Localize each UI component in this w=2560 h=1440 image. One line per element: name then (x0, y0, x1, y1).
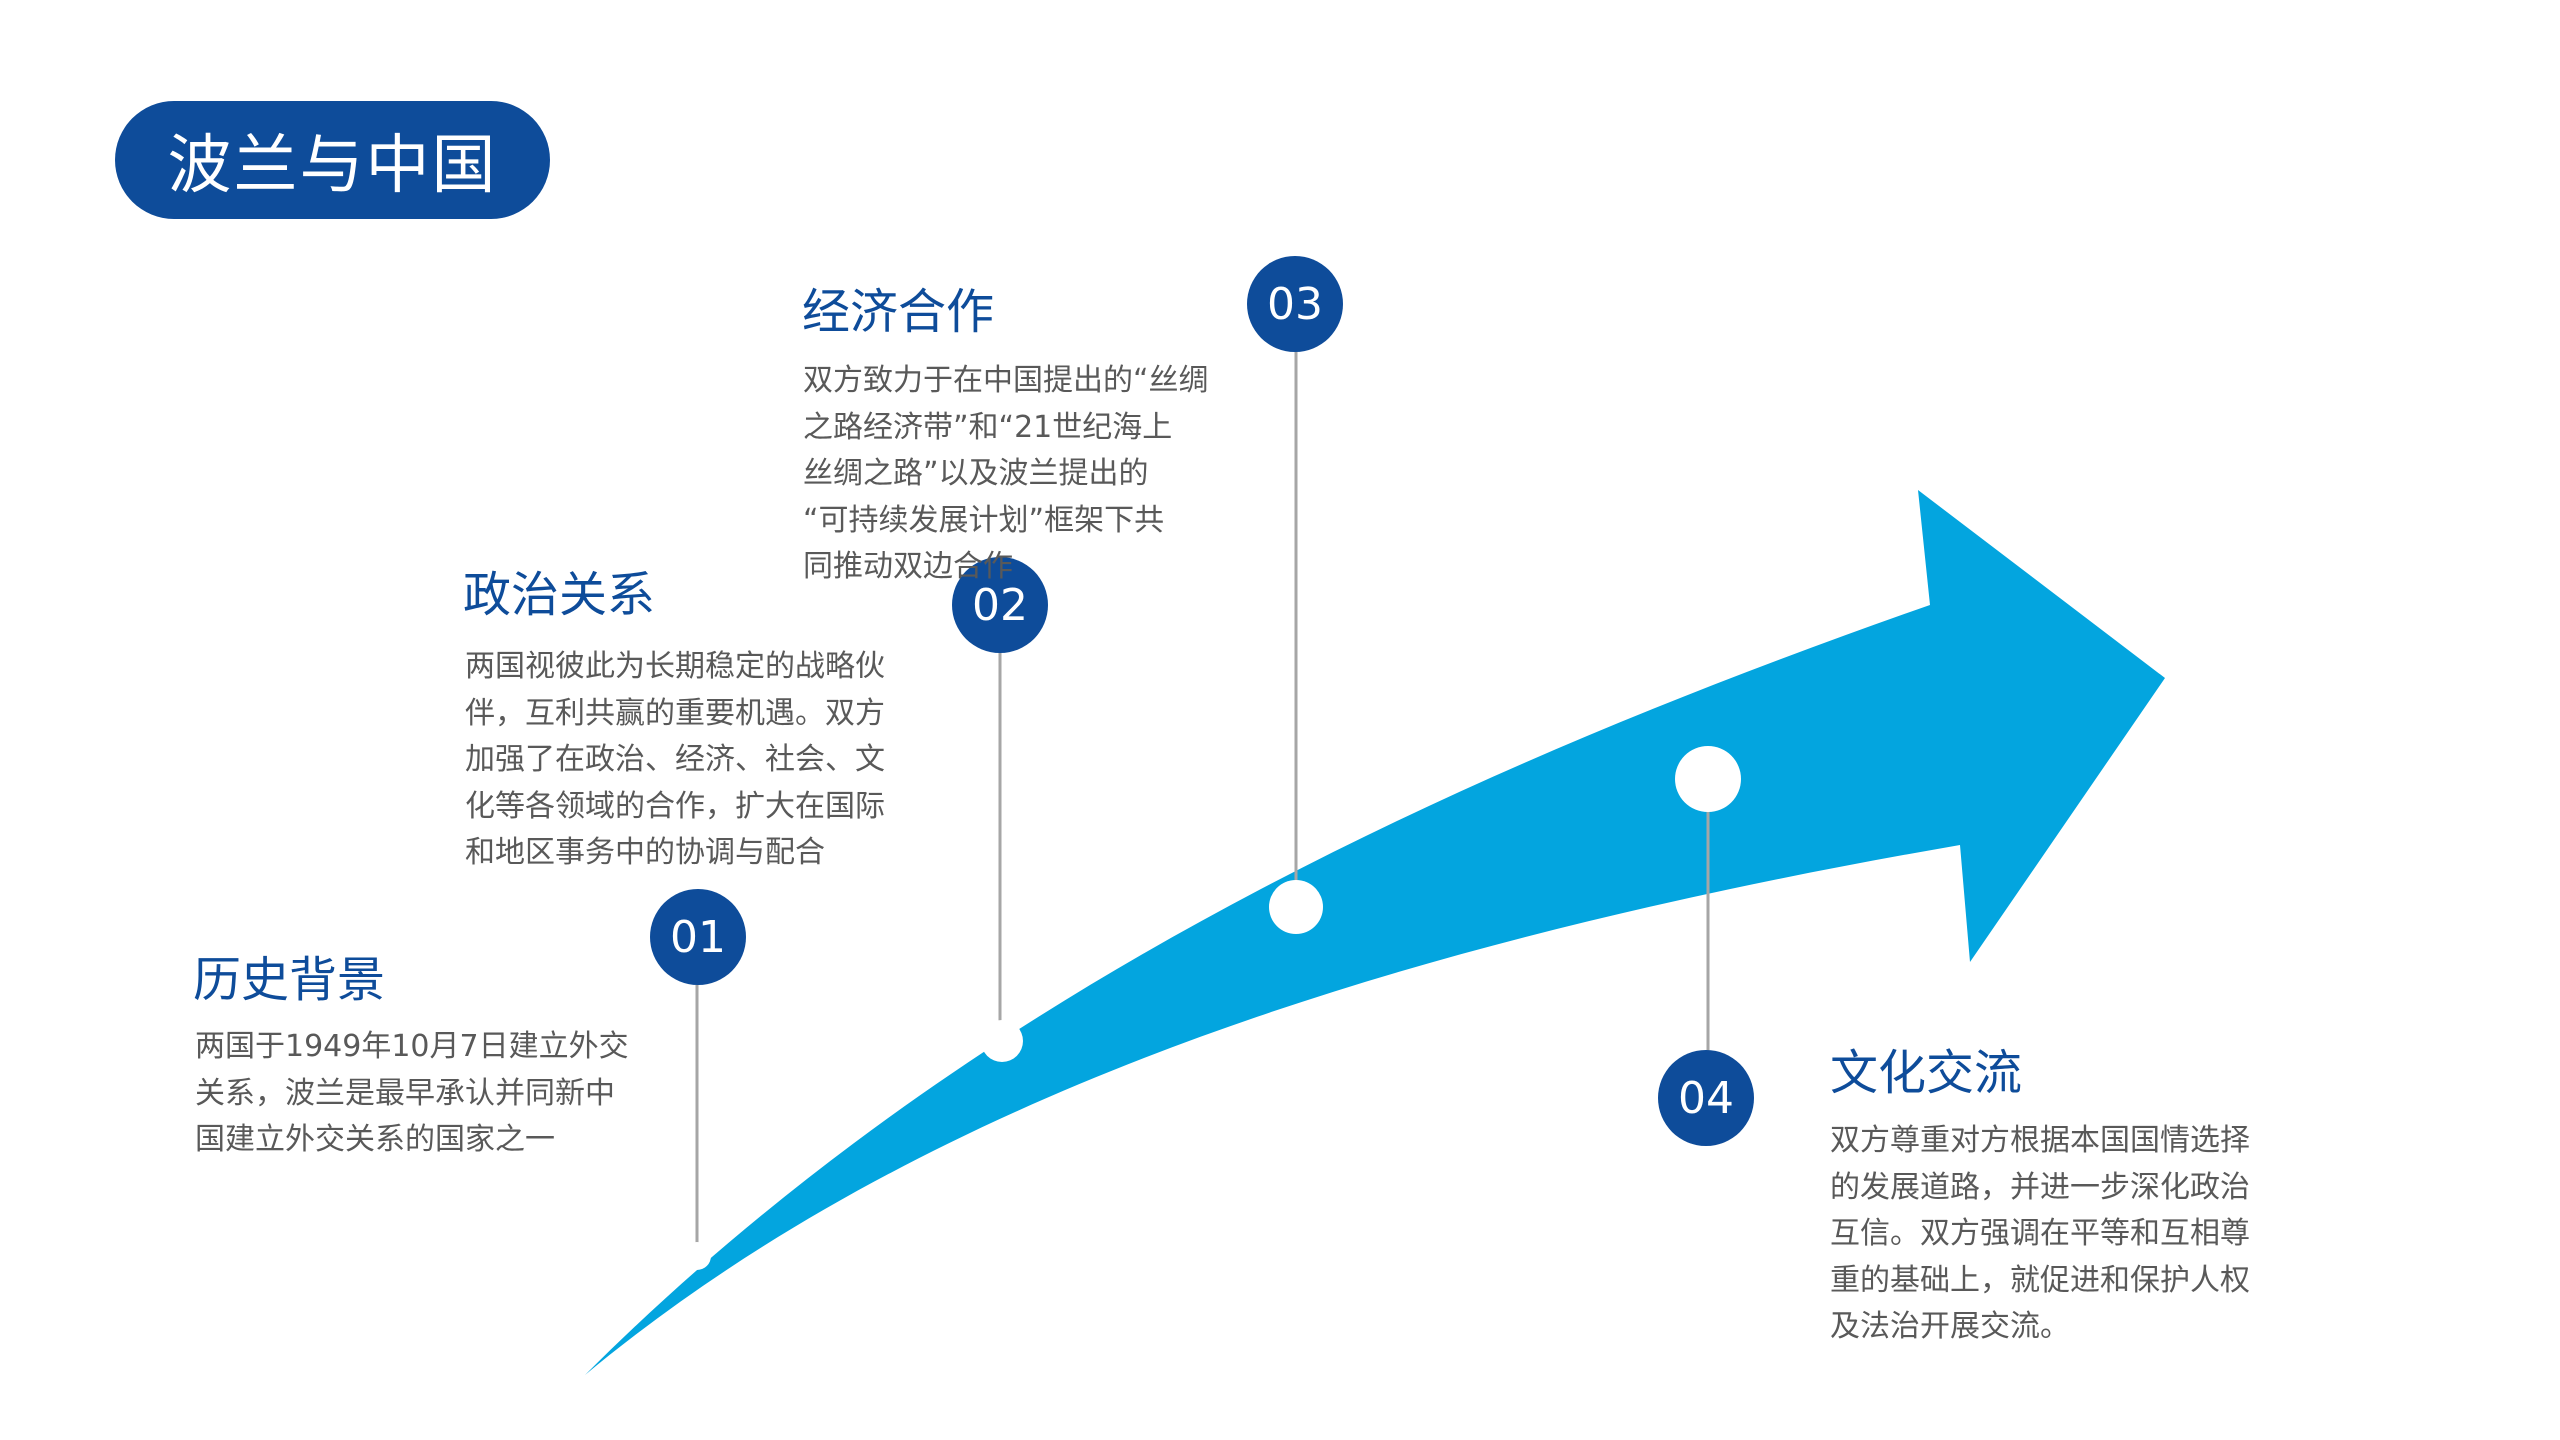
section-number-04: 04 (1658, 1050, 1754, 1146)
section-body-02: 两国视彼此为长期稳定的战略伙 伴，互利共赢的重要机遇。双方 加强了在政治、经济、… (465, 649, 885, 870)
section-title-01: 历史背景 (193, 952, 386, 1008)
growth-arrow (585, 490, 2165, 1375)
section-number-01: 01 (650, 889, 746, 985)
section-number-03: 03 (1247, 256, 1343, 352)
section-body-04: 双方尊重对方根据本国国情选择 的发展道路，并进一步深化政治 互信。双方强调在平等… (1830, 1123, 2250, 1344)
section-body-03: 双方致力于在中国提出的“丝绸 之路经济带”和“21世纪海上 丝绸之路”以及波兰提… (803, 363, 1209, 584)
section-body-01: 两国于1949年10月7日建立外交 关系，波兰是最早承认并同新中 国建立外交关系… (195, 1029, 629, 1157)
section-title-02: 政治关系 (463, 567, 656, 623)
page-title: 波兰与中国 (115, 101, 550, 219)
section-title-04: 文化交流 (1830, 1045, 2023, 1101)
arrow-node-02 (981, 1020, 1023, 1062)
section-number-02: 02 (952, 557, 1048, 653)
arrow-node-01 (683, 1242, 711, 1270)
section-title-03: 经济合作 (802, 284, 995, 340)
arrow-node-03 (1269, 880, 1323, 934)
arrow-node-04 (1675, 746, 1741, 812)
